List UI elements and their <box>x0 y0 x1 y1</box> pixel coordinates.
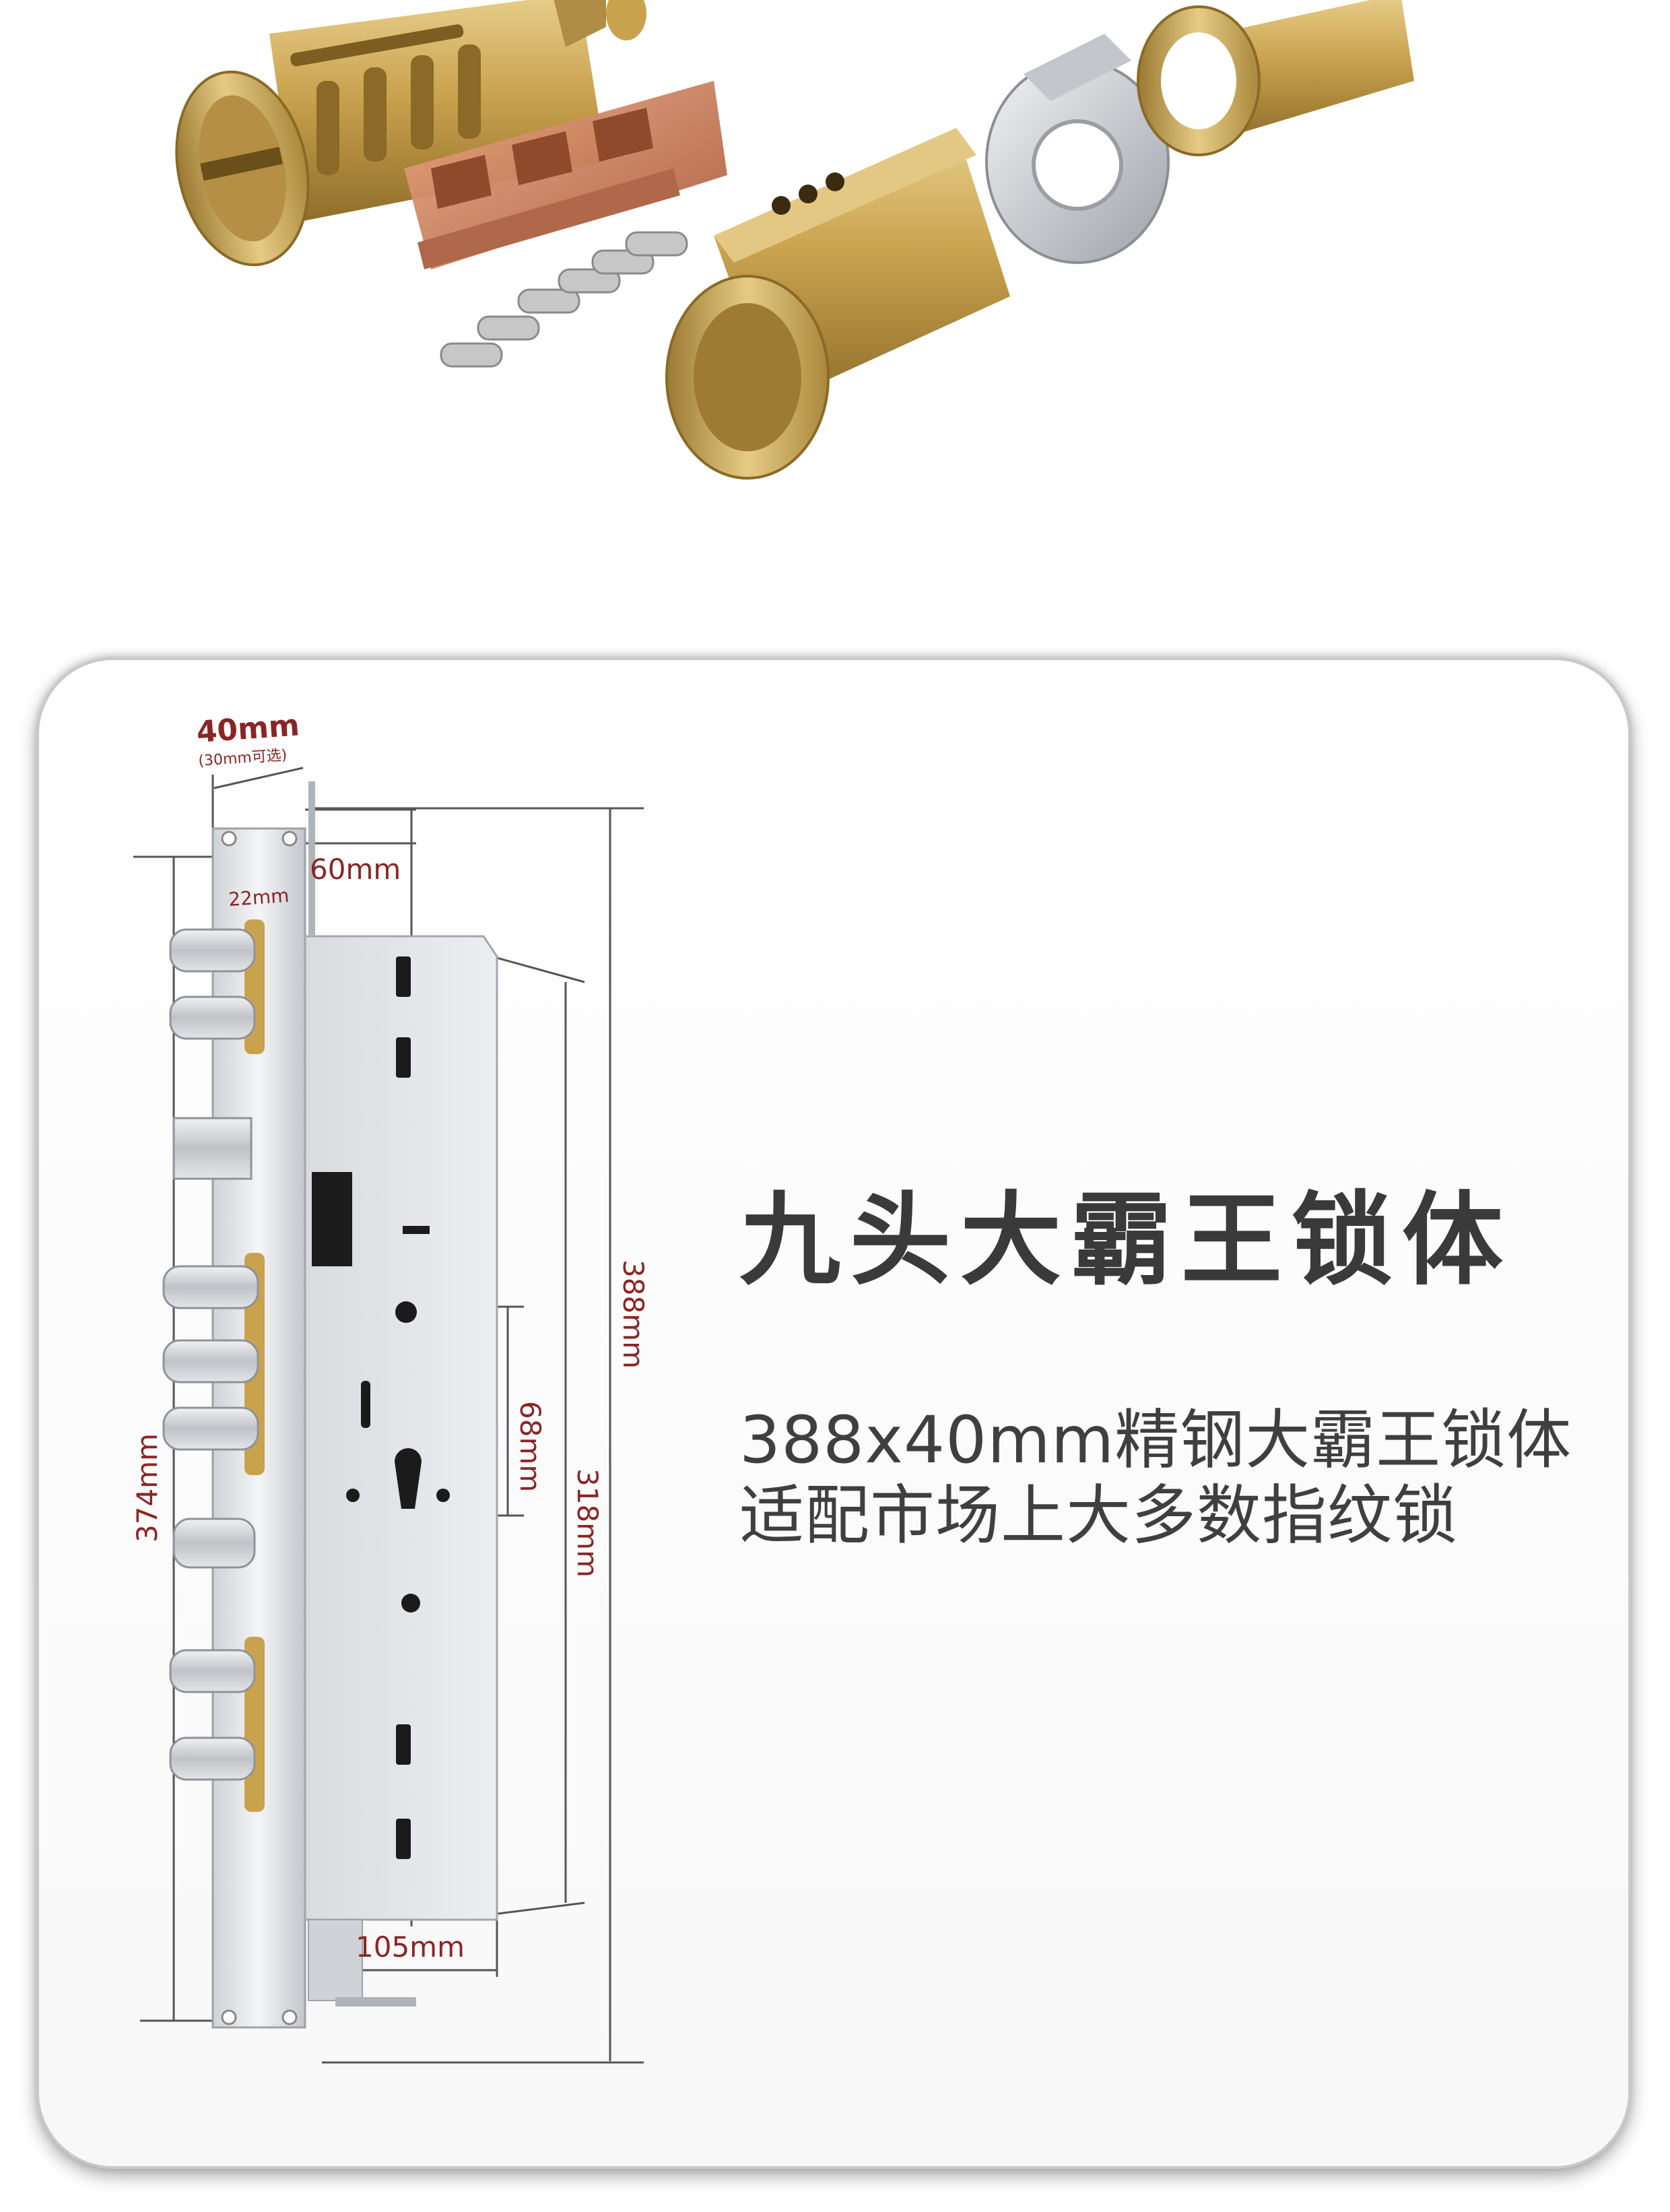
dim-body-width: 105mm <box>356 1930 465 1963</box>
cylinder-housing <box>665 128 1010 480</box>
connecting-rods <box>308 781 416 2007</box>
dim-faceplate-width-note: (30mm可选) <box>198 747 288 770</box>
deadbolts <box>162 919 265 1812</box>
dim-mounting-span: 374mm <box>131 1433 164 1542</box>
lock-body-diagram: 40mm (30mm可选) 22mm 60mm 388mm 318mm 68mm… <box>131 708 650 2064</box>
steel-cam <box>985 34 1170 264</box>
dim-inner-offset: 22mm <box>228 884 290 911</box>
latch-bolt <box>172 1117 253 1180</box>
product-title: 九头大霸王锁体 <box>739 1182 1513 1299</box>
cylinder-plug <box>175 0 646 267</box>
cylinder-exploded-illustration <box>175 0 1414 480</box>
dim-center-distance: 68mm <box>514 1401 547 1492</box>
product-description-line-1: 388x40mm精钢大霸王锁体 <box>739 1402 1572 1478</box>
dim-backset: 60mm <box>310 853 401 886</box>
pin-stack <box>404 81 727 269</box>
product-description-line-2: 适配市场上大多数指纹锁 <box>739 1478 1458 1553</box>
dim-faceplate-width: 40mm <box>195 708 300 750</box>
dim-body-height: 318mm <box>571 1468 604 1577</box>
brass-cylinder-right <box>1137 0 1414 156</box>
springs <box>440 231 688 368</box>
dim-faceplate-length: 388mm <box>617 1260 650 1369</box>
lock-case <box>304 935 498 1921</box>
